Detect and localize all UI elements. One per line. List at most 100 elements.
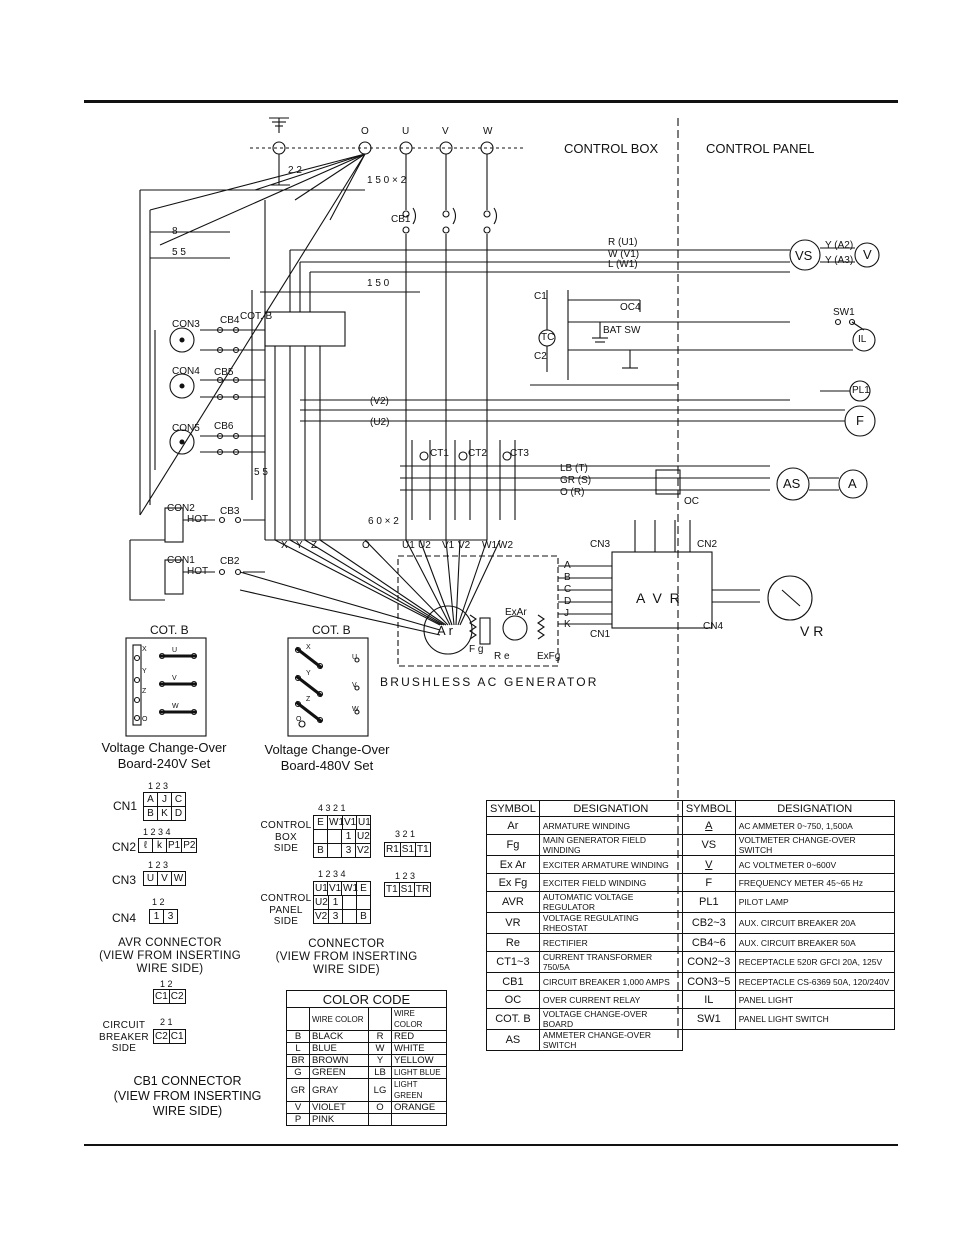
- line-label-w: W (V1): [608, 249, 640, 260]
- as-label: AS: [783, 476, 801, 491]
- ammeter-switch-as: [776, 467, 810, 501]
- rectifier: [479, 617, 491, 645]
- f-label: F: [856, 413, 864, 428]
- bottom-term-v1: V1: [442, 540, 455, 551]
- panel-light-il: [852, 328, 876, 352]
- sas-label-gr: GR (S): [560, 475, 592, 486]
- control-box-side-label: CONTROL BOX SIDE: [260, 820, 312, 854]
- wire-55-label: 5 5: [172, 247, 186, 258]
- avr-cn4-label: CN4: [112, 911, 137, 925]
- cb1-side-label: CIRCUIT BREAKER SIDE: [99, 1020, 149, 1054]
- ct1-label: CT1: [430, 448, 449, 459]
- line-label-l: L (W1): [608, 259, 638, 270]
- exciter-field: [537, 614, 545, 640]
- exar-label: ExAr: [505, 607, 527, 618]
- cotb-240-y: Y: [142, 668, 147, 675]
- output-terminals: [250, 141, 525, 155]
- legend-header-designation: DESIGNATION: [538, 800, 683, 817]
- bottom-term-v2: V2: [458, 540, 471, 551]
- cotb-480v-board: [287, 637, 369, 737]
- symbol-legend-table: SYMBOL DESIGNATION SYMBOL DESIGNATION Ar…: [486, 800, 895, 1051]
- connector-caption: CONNECTOR (VIEW FROM INSERTING WIRE SIDE…: [275, 938, 418, 977]
- cotb-480-o: O: [296, 716, 302, 723]
- line-label-u2: (U2): [370, 417, 390, 428]
- line-label-r: R (U1): [608, 237, 638, 248]
- tc-label: TC: [541, 332, 555, 343]
- v-label: V: [863, 247, 872, 262]
- hot-label-2: HOT: [187, 566, 209, 577]
- vs-out-a3: Y (A3): [825, 255, 854, 266]
- avr-term-c: C: [564, 584, 572, 595]
- cn4-label: CN4: [703, 621, 724, 632]
- avr-term-d: D: [564, 596, 572, 607]
- oc-relay: [655, 469, 681, 495]
- cb5-label: CB5: [214, 367, 234, 378]
- wire-22-label: 2 2: [288, 165, 302, 176]
- cb3-label: CB3: [220, 506, 240, 517]
- con5-receptacle: [169, 429, 195, 455]
- cb6-label: CB6: [214, 421, 234, 432]
- con4-label: CON4: [172, 366, 200, 377]
- avr-cn1-nums: 1 2 3: [148, 781, 169, 791]
- vs-label: VS: [795, 248, 813, 263]
- bottom-term-w2: W2: [498, 540, 513, 551]
- color-code-title: COLOR CODE: [286, 990, 447, 1008]
- con4-receptacle: [169, 373, 195, 399]
- pl1-label: PL1: [852, 385, 870, 396]
- ar-label: A r: [437, 623, 453, 638]
- cotb-480-w: W: [352, 706, 359, 713]
- cb1-label: CB1: [391, 214, 411, 225]
- control-box-label: CONTROL BOX: [564, 141, 659, 156]
- exciter-armature: [502, 615, 528, 641]
- connector-box-nums: 4 3 2 1: [318, 803, 346, 813]
- c1-label: C1: [534, 291, 547, 302]
- avr-cn2-label: CN2: [112, 840, 137, 854]
- bottom-rule: [84, 1144, 898, 1146]
- cb1-top-nums: 1 2: [160, 979, 173, 989]
- control-panel-side-label: CONTROL PANEL SIDE: [260, 893, 312, 927]
- cotb-240-u: U: [172, 647, 178, 654]
- exfg-label: ExFg: [537, 651, 561, 662]
- con1-receptacle: [164, 559, 184, 595]
- control-panel-label: CONTROL PANEL: [706, 141, 815, 156]
- ct2-label: CT2: [468, 448, 487, 459]
- cb1-connector-caption: CB1 CONNECTOR (VIEW FROM INSERTING WIRE …: [113, 1074, 262, 1118]
- cotb-schematic-label: COT. B: [240, 311, 273, 322]
- vs-out-a2: Y (A2): [825, 240, 854, 251]
- cotb-240-z: Z: [142, 688, 147, 695]
- avr-cn2-nums: 1 2 3 4: [143, 827, 171, 837]
- bottom-term-z: Z: [311, 540, 318, 551]
- con3-receptacle: [169, 327, 195, 353]
- oc4-label: OC4: [620, 302, 641, 313]
- cotb-240-o: O: [142, 716, 148, 723]
- top-rule: [84, 100, 898, 103]
- legend-header-symbol-2: SYMBOL: [681, 800, 736, 817]
- cotb-480-x: X: [306, 644, 311, 651]
- terminal-w-label: W: [483, 126, 493, 137]
- connector-panel-nums: 1 2 3 4: [318, 869, 346, 879]
- cotb-480-v: V: [352, 682, 357, 689]
- vs-switch: [789, 239, 821, 271]
- wire-150-label: 1 5 0: [367, 278, 390, 289]
- cb4-label: CB4: [220, 315, 240, 326]
- cotb-board: [264, 311, 346, 347]
- avr-term-k: K: [564, 619, 571, 630]
- a-label: A: [848, 476, 857, 491]
- wire-8-label: 8: [172, 226, 178, 237]
- fg-label: F g: [469, 644, 484, 655]
- avr-cn3-nums: 1 2 3: [148, 860, 169, 870]
- avr-cn4-nums: 1 2: [152, 897, 165, 907]
- cb1-breaker: [402, 207, 498, 234]
